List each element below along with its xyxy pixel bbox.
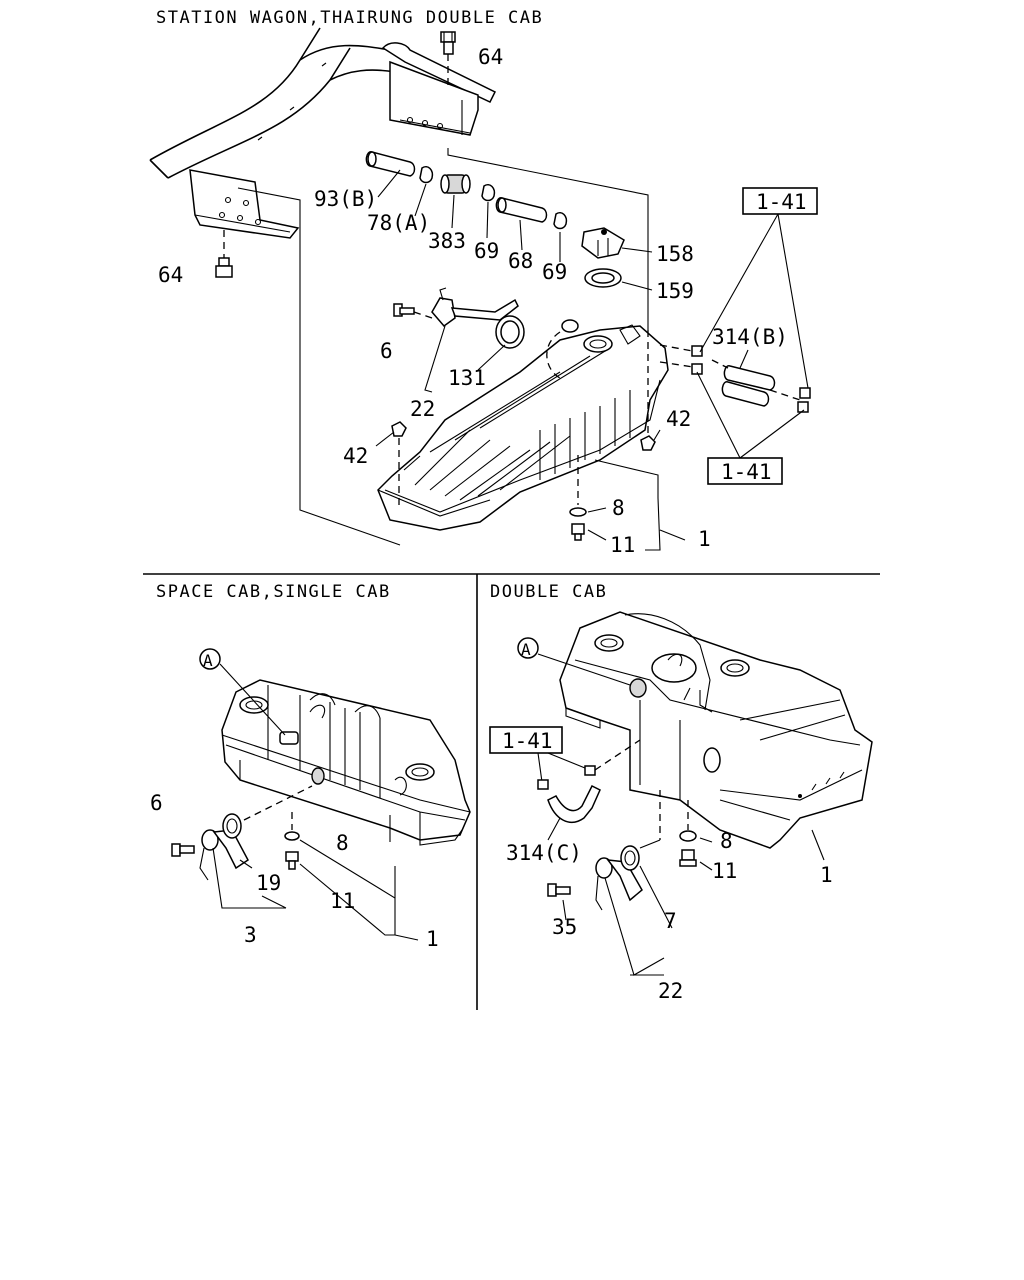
clamp-69b <box>553 212 568 230</box>
callout-68: 68 <box>508 249 533 273</box>
callout-22-right: 22 <box>658 979 683 1003</box>
callout-8-right: 8 <box>720 829 733 853</box>
ref-box-1-41-lower <box>707 457 783 485</box>
fuel-tank-top <box>377 319 669 531</box>
callout-314b: 314(B) <box>712 325 788 349</box>
bolt-64-top <box>440 31 456 85</box>
ref-box-1-41-upper <box>742 187 818 215</box>
gasket-7 <box>620 845 640 871</box>
seal-159 <box>584 268 622 288</box>
callout-35: 35 <box>552 915 577 939</box>
nut-42-right <box>640 330 656 451</box>
nut-11-left <box>285 851 299 870</box>
callout-69b: 69 <box>542 260 567 284</box>
callout-7: 7 <box>664 909 677 933</box>
callout-131: 131 <box>448 366 486 390</box>
marker-a-left-label: A <box>203 651 213 670</box>
ref-label-1-41-upper: 1-41 <box>756 190 807 214</box>
callout-1-left: 1 <box>426 927 439 951</box>
fuel-tank-space-cab <box>221 679 471 846</box>
section-title-station-wagon: STATION WAGON,THAIRUNG DOUBLE CAB <box>156 8 543 28</box>
gauge-unit-3 <box>199 829 249 881</box>
callout-11-right: 11 <box>712 859 737 883</box>
callout-314c: 314(C) <box>506 841 582 865</box>
callout-1-right: 1 <box>820 863 833 887</box>
washer-8-top <box>569 455 587 517</box>
callout-64-left: 64 <box>158 263 183 287</box>
clamp-78a <box>419 166 434 184</box>
callout-159: 159 <box>656 279 694 303</box>
callout-3: 3 <box>244 923 257 947</box>
callout-69a: 69 <box>474 239 499 263</box>
bolt-35 <box>547 883 571 897</box>
gasket-131 <box>495 315 525 349</box>
fuel-tank-double-cab <box>559 611 873 849</box>
callout-78a: 78(A) <box>367 211 430 235</box>
clamp-69a <box>481 184 496 202</box>
gauge-unit-22 <box>431 287 519 328</box>
marker-a-right-label: A <box>521 640 531 659</box>
ref-label-1-41-lower: 1-41 <box>721 460 772 484</box>
bolt-64-left <box>215 230 233 278</box>
callout-93b: 93(B) <box>314 187 377 211</box>
callout-42-left: 42 <box>343 444 368 468</box>
hose-93b <box>365 151 416 177</box>
section-title-double-cab: DOUBLE CAB <box>490 582 607 602</box>
callout-383: 383 <box>428 229 466 253</box>
bolt-6-left <box>171 843 195 857</box>
ref-box-1-41-right <box>489 726 563 754</box>
nut-42-left <box>391 421 407 505</box>
callout-8-left: 8 <box>336 831 349 855</box>
washer-8-left <box>284 812 300 841</box>
callout-8-top: 8 <box>612 496 625 520</box>
callout-6-top: 6 <box>380 339 393 363</box>
bolt-6-top <box>393 303 415 317</box>
hose-314b <box>659 344 811 413</box>
callout-64-top: 64 <box>478 45 503 69</box>
callout-158: 158 <box>656 242 694 266</box>
filler-neck-158 <box>581 227 625 259</box>
callout-6-left: 6 <box>150 791 163 815</box>
callout-1-top: 1 <box>698 527 711 551</box>
callout-19: 19 <box>256 871 281 895</box>
nut-11-top <box>571 523 585 541</box>
nut-11-right <box>679 849 697 867</box>
section-title-space-cab: SPACE CAB,SINGLE CAB <box>156 582 391 602</box>
marker-a-right <box>517 637 539 659</box>
gasket-19 <box>222 813 242 839</box>
hose-314c <box>537 765 601 823</box>
washer-8-right <box>679 800 697 842</box>
callout-22-top: 22 <box>410 397 435 421</box>
hose-68 <box>495 197 548 223</box>
ref-label-1-41-right: 1-41 <box>502 729 553 753</box>
chassis-frame-rail <box>149 27 497 239</box>
grommet-383 <box>440 174 471 194</box>
callout-11-top: 11 <box>610 533 635 557</box>
marker-a-left <box>199 648 221 670</box>
callout-42-right: 42 <box>666 407 691 431</box>
callout-11-left: 11 <box>330 889 355 913</box>
